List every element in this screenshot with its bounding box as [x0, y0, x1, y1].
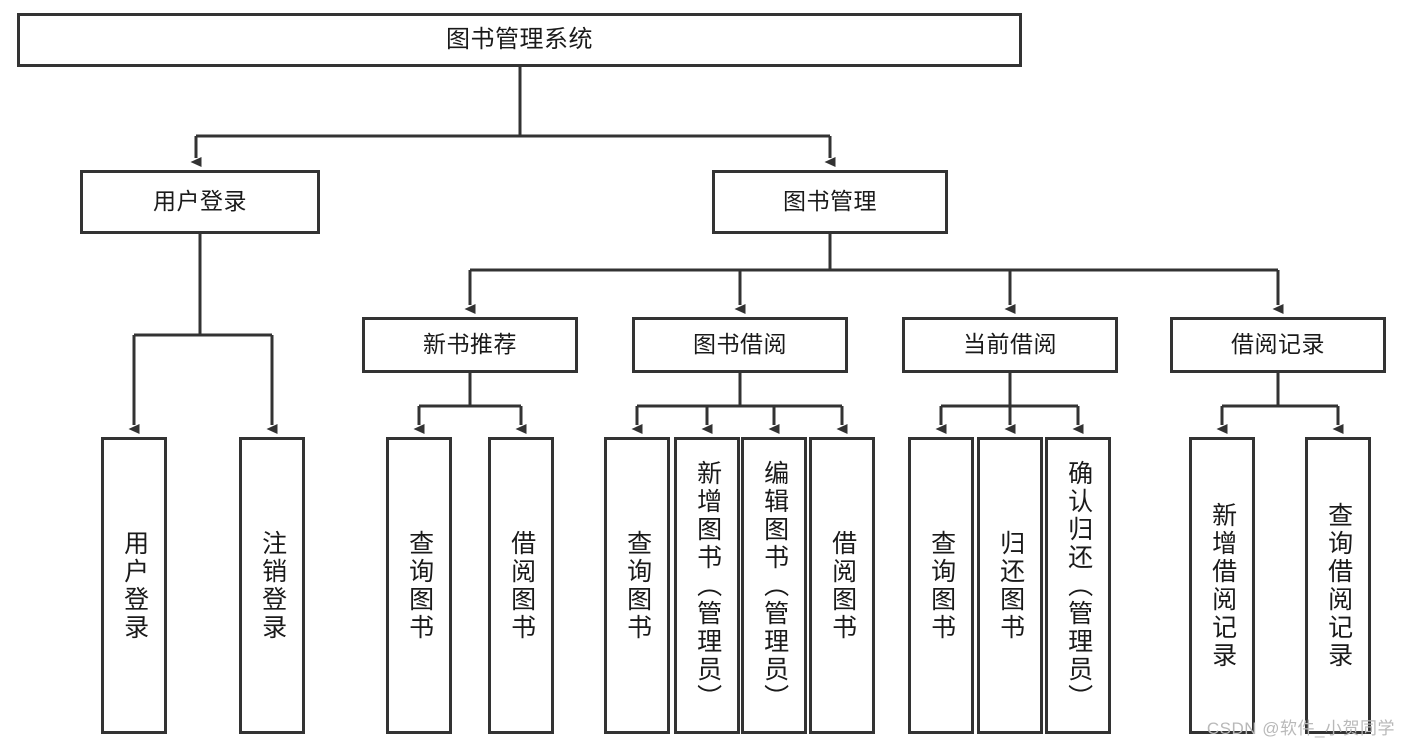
leaf-new-book-borrow-book[interactable]: 借阅图书	[488, 437, 554, 734]
leaf-user-login-logout[interactable]: 注销登录	[239, 437, 305, 734]
leaf-user-login-login[interactable]: 用户登录	[101, 437, 167, 734]
leaf-label: 注销登录	[258, 529, 287, 642]
leaf-label: 新增借阅记录	[1208, 501, 1237, 670]
node-book-management[interactable]: 图书管理	[712, 170, 948, 234]
leaf-current-borrow-query-book[interactable]: 查询图书	[908, 437, 974, 734]
leaf-label: 查询图书	[405, 529, 434, 642]
leaf-borrow-records-query-record[interactable]: 查询借阅记录	[1305, 437, 1371, 734]
leaf-book-borrow-add-book-admin[interactable]: 新增图书（管理员）	[674, 437, 740, 734]
node-current-borrow[interactable]: 当前借阅	[902, 317, 1118, 373]
leaf-borrow-records-add-record[interactable]: 新增借阅记录	[1189, 437, 1255, 734]
leaf-label: 确认归还（管理员）	[1064, 459, 1093, 712]
leaf-label: 新增图书（管理员）	[693, 459, 722, 712]
node-user-login[interactable]: 用户登录	[80, 170, 320, 234]
leaf-label: 借阅图书	[828, 529, 857, 642]
leaf-label: 归还图书	[996, 529, 1025, 642]
leaf-label: 查询借阅记录	[1324, 501, 1353, 670]
leaf-current-borrow-return-book[interactable]: 归还图书	[977, 437, 1043, 734]
leaf-label: 编辑图书（管理员）	[760, 459, 789, 712]
node-book-borrow[interactable]: 图书借阅	[632, 317, 848, 373]
node-root-book-management-system[interactable]: 图书管理系统	[17, 13, 1022, 67]
leaf-current-borrow-confirm-return-admin[interactable]: 确认归还（管理员）	[1045, 437, 1111, 734]
leaf-label: 查询图书	[927, 529, 956, 642]
leaf-label: 用户登录	[120, 529, 149, 642]
leaf-book-borrow-edit-book-admin[interactable]: 编辑图书（管理员）	[741, 437, 807, 734]
leaf-label: 查询图书	[623, 529, 652, 642]
watermark-text: CSDN @软件_小贺同学	[1206, 719, 1395, 738]
leaf-new-book-query-book[interactable]: 查询图书	[386, 437, 452, 734]
node-new-book-recommend[interactable]: 新书推荐	[362, 317, 578, 373]
leaf-book-borrow-borrow-book[interactable]: 借阅图书	[809, 437, 875, 734]
node-borrow-records[interactable]: 借阅记录	[1170, 317, 1386, 373]
leaf-label: 借阅图书	[507, 529, 536, 642]
leaf-book-borrow-query-book[interactable]: 查询图书	[604, 437, 670, 734]
